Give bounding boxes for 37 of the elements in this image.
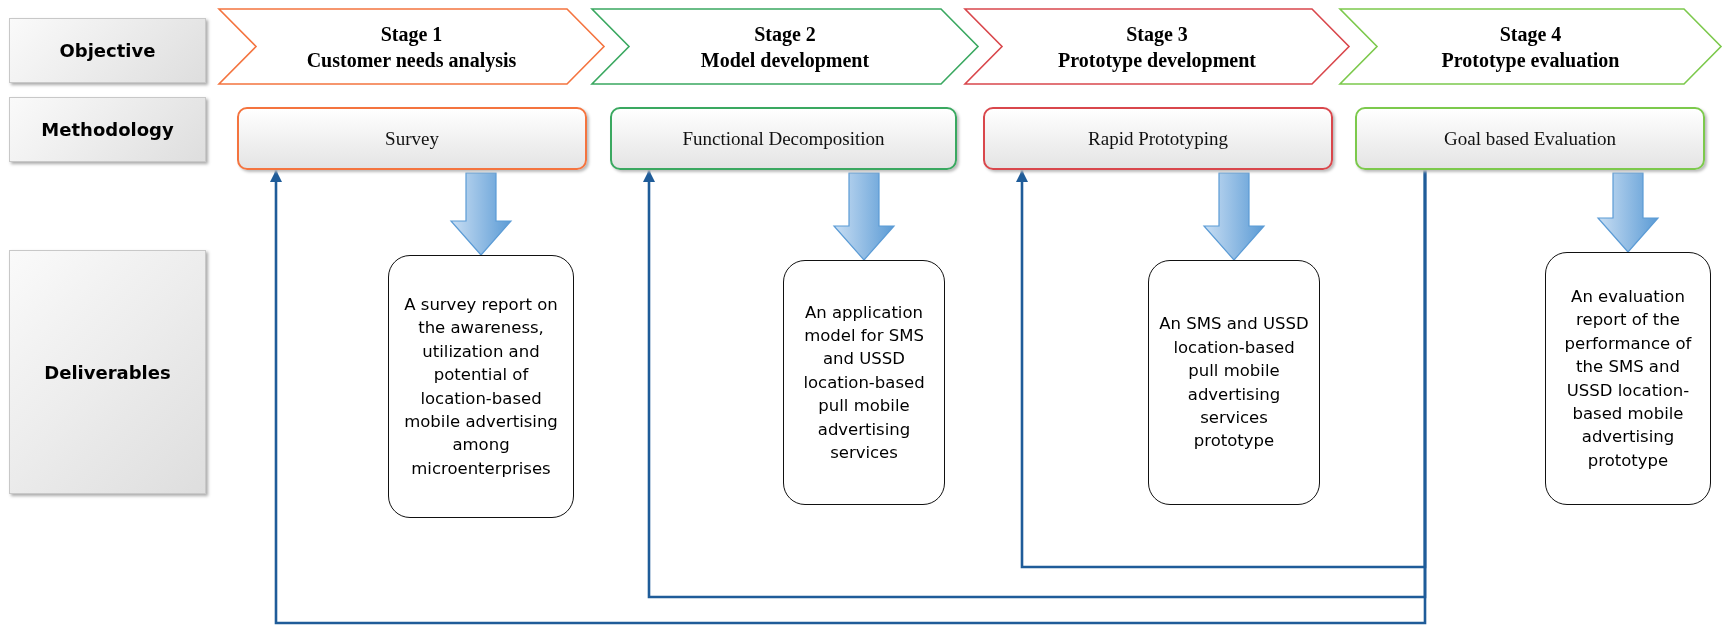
deliverable-text: An SMS and USSD location-based pull mobile advertising services prototype	[1158, 313, 1310, 453]
method-label: Survey	[385, 127, 439, 150]
method-box	[610, 107, 957, 170]
deliverable-text: An evaluation report of the performance of the SMS and USSD location-based mobile advertising prototype	[1563, 285, 1693, 472]
method-label: Rapid Prototyping	[1088, 127, 1228, 150]
deliverable-text: A survey report on the awareness, utilization and potential of location-based mobile advertising among microenterprises	[403, 293, 559, 480]
row-header-label: Deliverables	[44, 361, 171, 383]
stage-title: Customer needs analysis	[306, 47, 517, 73]
feedback-arrow	[643, 170, 1427, 599]
block-arrow	[1202, 172, 1266, 261]
deliverable-box	[388, 255, 574, 518]
feedback-arrow	[1016, 170, 1427, 569]
deliverable-box	[1545, 252, 1711, 505]
stage-title: Prototype development	[1058, 47, 1256, 73]
row-header-box	[9, 250, 206, 494]
block-arrow	[832, 172, 896, 261]
method-label: Functional Decomposition	[682, 127, 885, 150]
stage-title: Prototype evaluation	[1441, 47, 1620, 73]
method-box	[237, 107, 587, 170]
deliverable-box	[1148, 260, 1320, 505]
deliverable-text: An application model for SMS and USSD location-based pull mobile advertising services	[802, 301, 926, 465]
row-header-box	[9, 97, 206, 162]
row-header-box	[9, 18, 206, 83]
block-arrow	[1596, 172, 1660, 253]
stage-title: Stage 3	[1126, 21, 1188, 47]
method-box	[983, 107, 1333, 170]
stage-title: Stage 1	[380, 21, 443, 47]
block-arrow	[449, 172, 513, 256]
feedback-arrow	[270, 170, 1427, 625]
method-label: Goal based Evaluation	[1444, 127, 1616, 150]
row-header-label: Methodology	[41, 119, 174, 140]
stage-title: Stage 2	[754, 21, 816, 47]
stage-title: Model development	[700, 47, 870, 73]
method-box	[1355, 107, 1705, 170]
row-header-label: Objective	[59, 40, 156, 61]
deliverable-box	[783, 260, 945, 505]
stage-title: Stage 4	[1499, 21, 1562, 47]
